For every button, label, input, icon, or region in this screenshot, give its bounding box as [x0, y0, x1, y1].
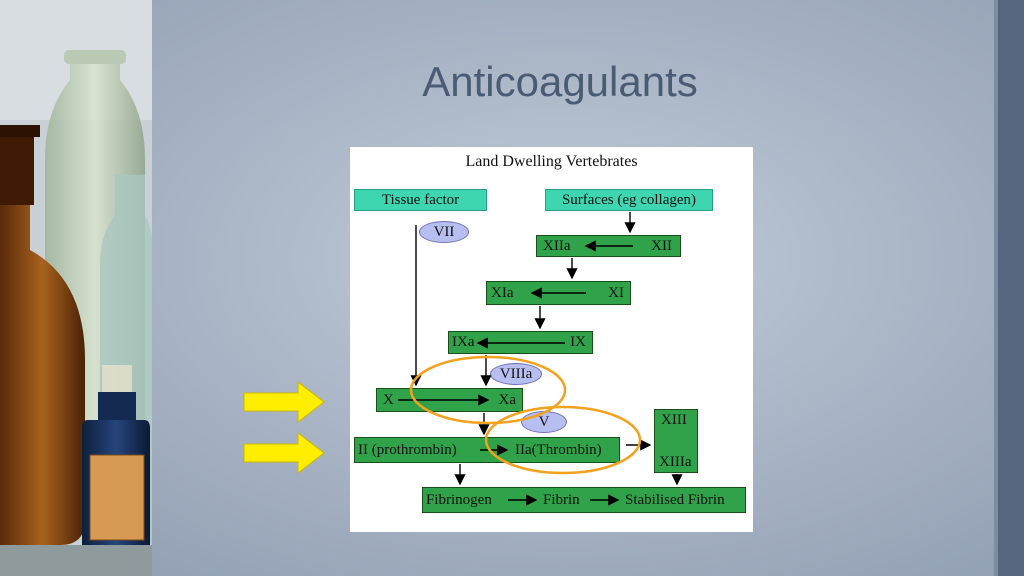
xii-label: XII — [651, 238, 672, 254]
vii-cofactor: VII — [419, 221, 469, 243]
xiii-activation-box: XIII XIIIa — [654, 409, 698, 473]
highlight-circle-thrombin — [484, 405, 642, 475]
tissue-factor-box: Tissue factor — [354, 189, 487, 211]
fibrinogen-label: Fibrinogen — [426, 492, 492, 508]
bottles-photo — [0, 0, 152, 576]
surfaces-box: Surfaces (eg collagen) — [545, 189, 713, 211]
v-label: V — [538, 414, 550, 430]
tissue-factor-label: Tissue factor — [381, 192, 460, 208]
edge-band — [998, 0, 1024, 576]
x-label: X — [383, 392, 394, 408]
viiia-label: VIIIa — [499, 366, 533, 382]
fibrin-label: Fibrin — [543, 492, 580, 508]
diagram-heading: Land Dwelling Vertebrates — [465, 153, 638, 170]
slide-title: Anticoagulants — [422, 58, 698, 105]
xi-label: XI — [608, 285, 624, 301]
highlight-circle-xa — [409, 355, 567, 425]
surfaces-label: Surfaces (eg collagen) — [561, 192, 697, 208]
xiia-label: XIIa — [543, 238, 571, 254]
stabilised-fibrin-label: Stabilised Fibrin — [625, 492, 725, 508]
ix-label: IX — [570, 334, 586, 350]
xia-label: XIa — [491, 285, 514, 301]
edge-accent — [994, 0, 998, 576]
viiia-cofactor: VIIIa — [490, 363, 542, 385]
ixa-label: IXa — [452, 334, 475, 350]
pointer-arrow-prothrombin — [243, 431, 325, 475]
thrombin-label: IIa(Thrombin) — [515, 442, 602, 458]
xiii-label: XIII — [661, 412, 687, 428]
xa-label: Xa — [498, 392, 517, 408]
prothrombin-label: II (prothrombin) — [358, 442, 457, 458]
xiiia-label: XIIIa — [659, 454, 692, 470]
bottles-illustration — [0, 0, 152, 576]
coagulation-cascade-diagram: Land Dwelling Vertebrates Tissue factor … — [350, 147, 753, 532]
pointer-arrow-x — [243, 380, 325, 424]
fibrin-formation-box: Fibrinogen Fibrin Stabilised Fibrin — [422, 487, 746, 513]
vii-label: VII — [433, 224, 455, 240]
